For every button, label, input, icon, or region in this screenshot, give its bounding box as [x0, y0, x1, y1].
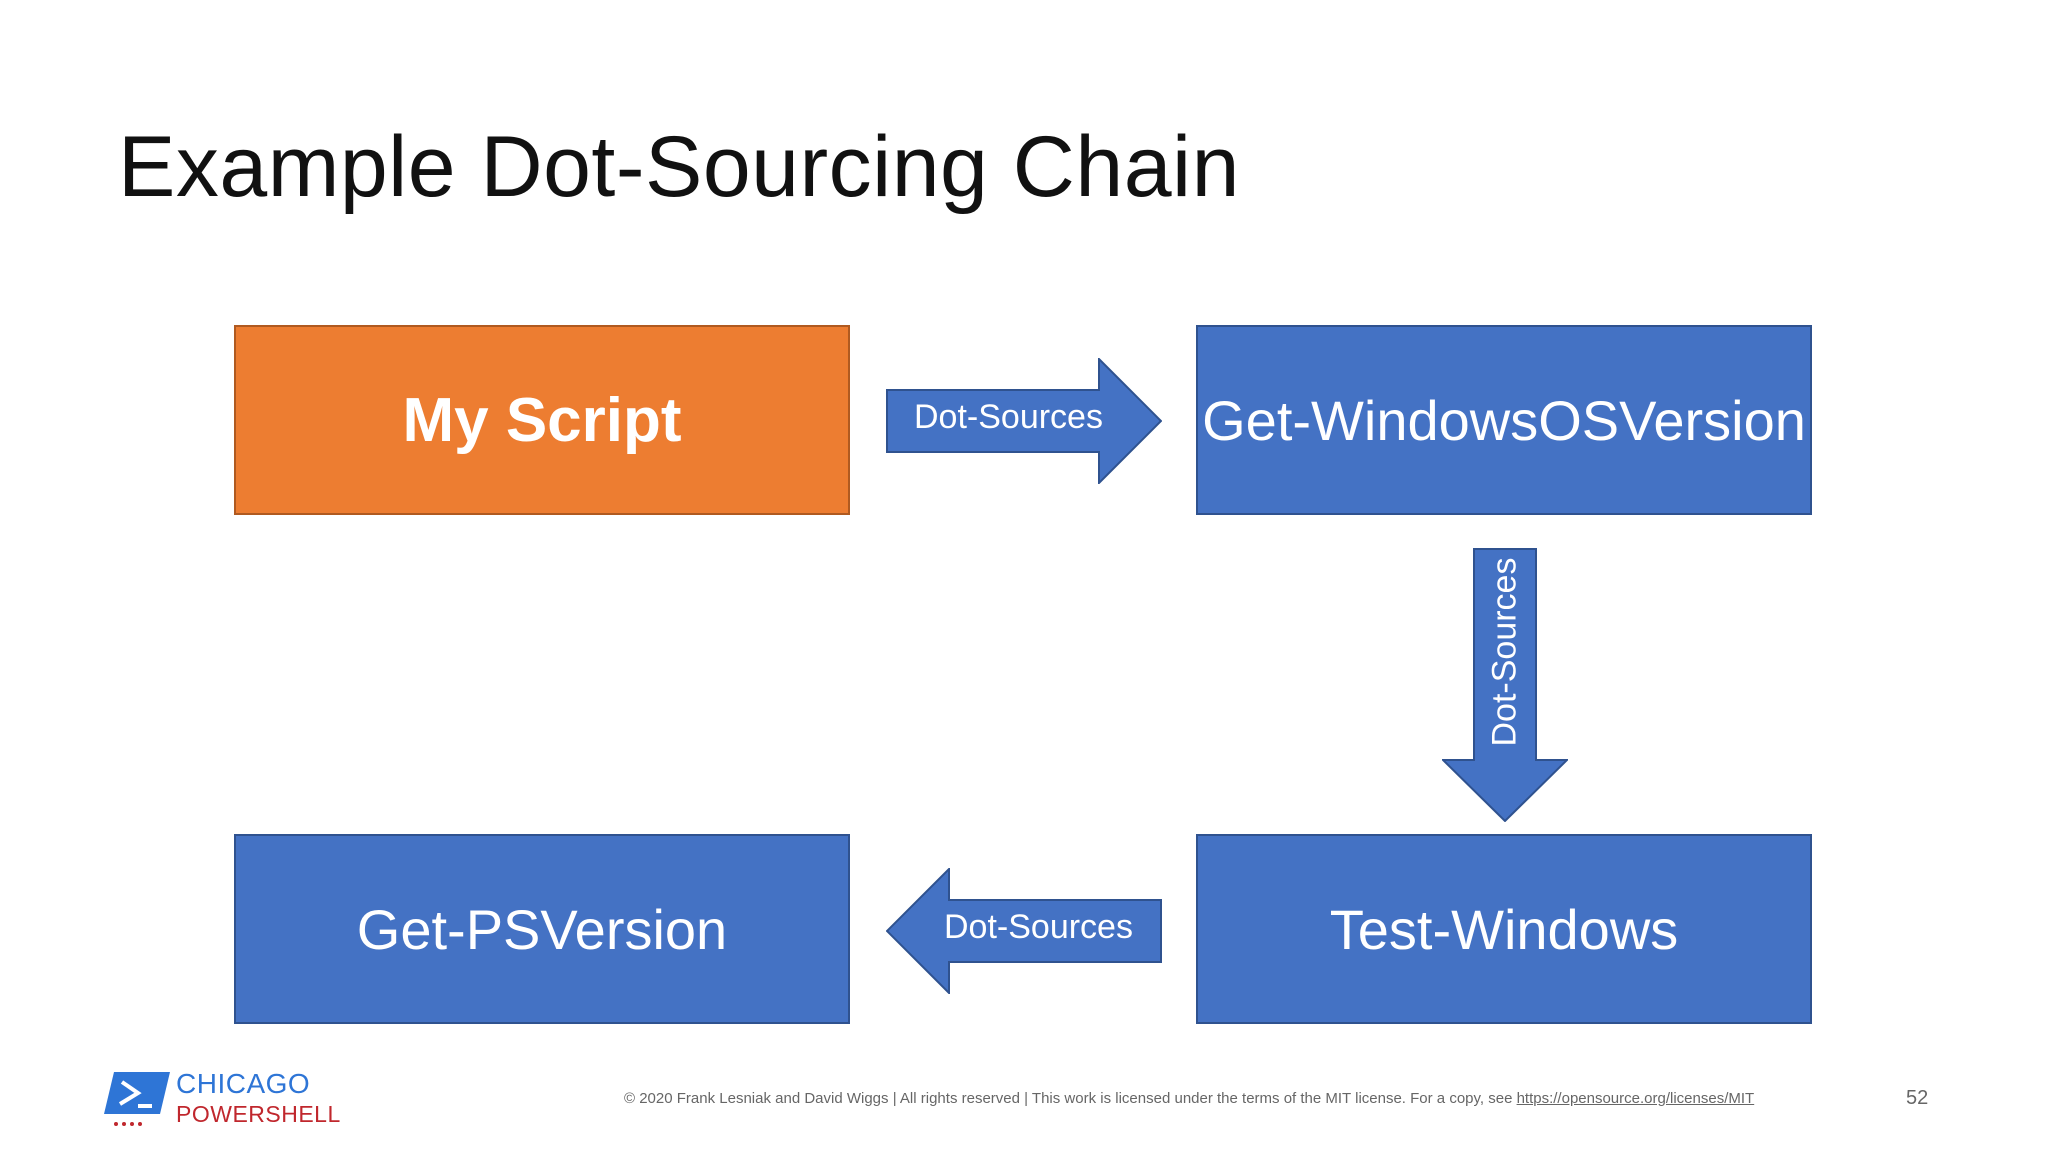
dot-sources-arrow-left: Dot-Sources	[886, 868, 1162, 994]
get-windows-os-version-box: Get-WindowsOSVersion	[1196, 325, 1812, 515]
copyright-text: © 2020 Frank Lesniak and David Wiggs | A…	[624, 1090, 1517, 1107]
chicago-powershell-logo: CHICAGO POWERSHELL	[102, 1068, 340, 1128]
dot-sources-label-left: Dot-Sources	[944, 908, 1133, 946]
left-arrow-icon	[886, 868, 1162, 994]
dot-sources-arrow-right: Dot-Sources	[886, 358, 1162, 484]
down-arrow-icon	[1442, 548, 1568, 822]
license-link[interactable]: https://opensource.org/licenses/MIT	[1516, 1090, 1755, 1107]
powershell-logo-icon	[104, 1072, 170, 1126]
dot-sources-label-right: Dot-Sources	[914, 398, 1103, 436]
test-windows-box: Test-Windows	[1196, 834, 1812, 1024]
get-psversion-box: Get-PSVersion	[234, 834, 850, 1024]
dot-sources-arrow-down: Dot-Sources	[1442, 548, 1568, 822]
slide-title: Example Dot-Sourcing Chain	[118, 119, 1240, 215]
right-arrow-icon	[886, 358, 1162, 484]
copyright-notice: © 2020 Frank Lesniak and David Wiggs | A…	[624, 1090, 1754, 1107]
dot-sources-label-down: Dot-Sources	[1485, 557, 1524, 747]
logo-text-powershell: POWERSHELL	[176, 1101, 341, 1127]
page-number: 52	[1906, 1087, 1929, 1109]
logo-text-chicago: CHICAGO	[176, 1068, 311, 1099]
my-script-box: My Script	[234, 325, 850, 515]
